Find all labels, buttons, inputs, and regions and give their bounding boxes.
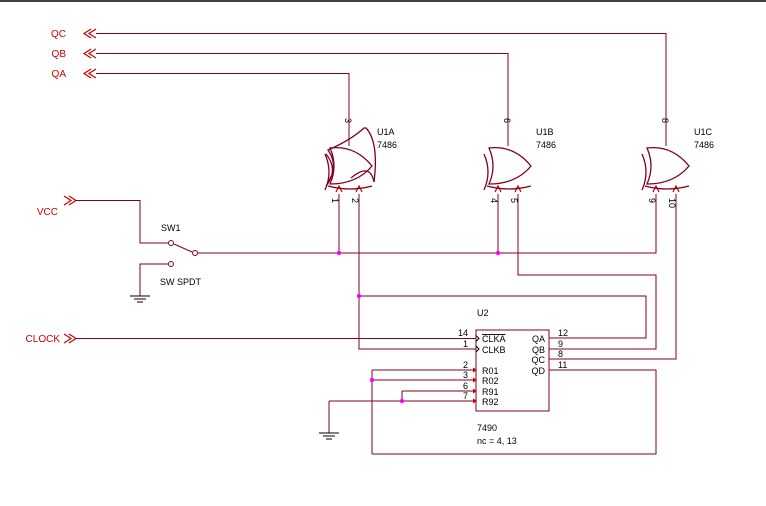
gate-ref: U1A bbox=[377, 127, 395, 137]
switch-terminal-icon bbox=[168, 261, 174, 267]
gate-part: 7486 bbox=[694, 140, 714, 150]
ground-icon bbox=[319, 432, 339, 440]
port-clock-label: CLOCK bbox=[26, 334, 61, 345]
pin-label: R91 bbox=[482, 387, 499, 397]
switch-sw1[interactable]: SW1 SW SPDT bbox=[160, 223, 202, 287]
xor-gate-body bbox=[329, 146, 373, 185]
wires bbox=[76, 33, 677, 455]
pin-number: 3 bbox=[463, 370, 468, 380]
clock-input-marker-icon bbox=[475, 335, 480, 353]
gate-out-pin: 3 bbox=[343, 118, 353, 123]
pin-label: QA bbox=[532, 334, 545, 344]
switch-terminal-icon bbox=[168, 240, 174, 246]
gate-u1b[interactable]: U1B 7486 6 4 5 bbox=[488, 118, 556, 203]
port-qc[interactable]: QC bbox=[51, 28, 97, 40]
junction-dot bbox=[369, 377, 375, 383]
pin-label: QD bbox=[532, 366, 546, 376]
pin-label: QB bbox=[532, 345, 545, 355]
counter-u2[interactable]: U2 7490 nc = 4, 13 14 1 2 3 6 7 CLKA CLK… bbox=[458, 308, 568, 446]
gate-details bbox=[324, 140, 690, 193]
junction-dot bbox=[399, 398, 405, 404]
port-clock-arrow-icon bbox=[63, 333, 78, 344]
gate-in1-pin: 4 bbox=[489, 198, 499, 203]
port-qc-arrow-icon bbox=[82, 28, 97, 39]
switch-lever-icon bbox=[173, 243, 193, 253]
junction-dot bbox=[495, 250, 501, 256]
xor-gate-body bbox=[646, 146, 690, 185]
port-qa-label: QA bbox=[52, 69, 67, 80]
xor-gate-body bbox=[488, 146, 532, 185]
pin-number: 12 bbox=[558, 328, 568, 338]
port-qb-arrow-icon bbox=[82, 48, 97, 59]
port-qb-label: QB bbox=[52, 49, 67, 60]
pin-number: 8 bbox=[558, 349, 563, 359]
counter-part: 7490 bbox=[477, 423, 497, 433]
pin-label: R92 bbox=[482, 397, 499, 407]
gate-in2-pin: 5 bbox=[509, 198, 519, 203]
gate-out-pin: 8 bbox=[660, 118, 670, 123]
pin-number: 11 bbox=[558, 360, 567, 370]
pin-number: 7 bbox=[463, 391, 468, 401]
switch-part: SW SPDT bbox=[160, 277, 202, 287]
port-vcc-arrow-icon bbox=[63, 195, 78, 206]
pin-number: 2 bbox=[463, 360, 468, 370]
pin-number: 6 bbox=[463, 381, 468, 391]
gate-part: 7486 bbox=[377, 140, 397, 150]
pin-number: 14 bbox=[458, 328, 468, 338]
gate-ref: U1C bbox=[694, 127, 713, 137]
pin-number: 1 bbox=[463, 339, 468, 349]
switch-ref: SW1 bbox=[161, 223, 181, 233]
pin-label-clka: CLKA bbox=[482, 334, 506, 344]
gate-in2-pin: 2 bbox=[350, 198, 360, 203]
gate-out-pin: 6 bbox=[502, 118, 512, 123]
junctions bbox=[336, 250, 501, 404]
port-qa-arrow-icon bbox=[82, 68, 97, 79]
junction-dot bbox=[356, 293, 362, 299]
port-vcc-label: VCC bbox=[37, 207, 58, 218]
pin-label: R01 bbox=[482, 366, 499, 376]
port-clock[interactable]: CLOCK bbox=[26, 333, 78, 345]
counter-note: nc = 4, 13 bbox=[477, 436, 517, 446]
counter-ref: U2 bbox=[477, 308, 489, 318]
port-qa[interactable]: QA bbox=[52, 68, 97, 80]
switch-terminal-icon bbox=[192, 250, 198, 256]
junction-dot bbox=[336, 250, 342, 256]
port-qb[interactable]: QB bbox=[52, 48, 97, 60]
pin-label: QC bbox=[532, 355, 546, 365]
gate-ref: U1B bbox=[536, 127, 554, 137]
ground-icon bbox=[130, 295, 150, 303]
gate-in1-pin: 9 bbox=[647, 198, 657, 203]
pin-label: R02 bbox=[482, 376, 499, 386]
gate-u1c[interactable]: U1C 7486 8 9 10 bbox=[646, 118, 714, 208]
reset-input-marker-icon bbox=[473, 367, 477, 404]
gate-part: 7486 bbox=[536, 140, 556, 150]
port-qc-label: QC bbox=[51, 29, 66, 40]
pin-number: 9 bbox=[558, 339, 563, 349]
gate-in1-pin: 1 bbox=[330, 198, 340, 203]
gate-in2-pin: 10 bbox=[667, 198, 677, 208]
pin-label-clkb: CLKB bbox=[482, 345, 506, 355]
port-vcc[interactable]: VCC bbox=[37, 195, 78, 218]
